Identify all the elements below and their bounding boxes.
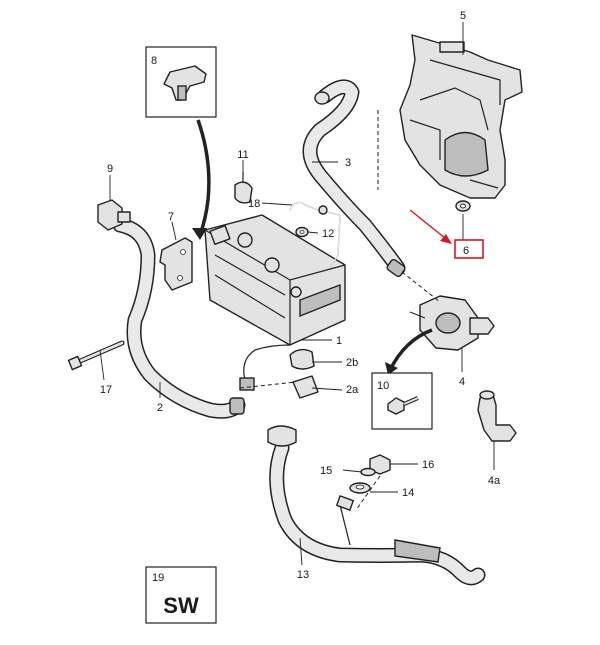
badge-19: 19 SW bbox=[145, 566, 217, 624]
clip-part-11 bbox=[234, 172, 253, 204]
callout-12: 12 bbox=[322, 228, 334, 240]
sleeve-part-2a bbox=[292, 375, 319, 399]
callout-5: 5 bbox=[460, 10, 466, 22]
callout-2a: 2a bbox=[346, 384, 359, 396]
callout-13: 13 bbox=[297, 569, 309, 581]
hose-part-2 bbox=[112, 217, 246, 419]
callout-7: 7 bbox=[168, 211, 174, 223]
heater-part-1 bbox=[204, 214, 346, 391]
washer-part-15 bbox=[360, 467, 376, 477]
valve-part-9 bbox=[97, 199, 131, 231]
highlight-arrow-head bbox=[440, 234, 452, 244]
grommet-part-14 bbox=[349, 482, 371, 494]
highlight-arrow-line bbox=[409, 209, 451, 243]
leader-lines bbox=[99, 22, 495, 566]
clamp-part-2b bbox=[289, 348, 315, 370]
arrow-detail-10 bbox=[388, 328, 433, 371]
hose-part-3 bbox=[302, 79, 406, 278]
dashed-link-pump bbox=[401, 271, 441, 303]
callout-9: 9 bbox=[107, 163, 113, 175]
badge-sw-text: SW bbox=[163, 593, 199, 618]
callout-6: 6 bbox=[463, 245, 469, 257]
detail-box-8 bbox=[145, 46, 217, 118]
callout-2b: 2b bbox=[346, 357, 358, 369]
callout-8: 8 bbox=[151, 55, 157, 67]
callout-18: 18 bbox=[248, 198, 260, 210]
nut-part-12 bbox=[295, 226, 309, 238]
callout-10: 10 bbox=[377, 380, 389, 392]
bracket-part-5 bbox=[399, 34, 523, 199]
pump-part-4 bbox=[409, 295, 495, 351]
arrow-detail-8 bbox=[196, 119, 211, 236]
callout-17: 17 bbox=[100, 384, 112, 396]
washer-part-6 bbox=[455, 200, 471, 212]
pipe-part-18 bbox=[289, 201, 341, 269]
bracket-part-7 bbox=[159, 237, 193, 291]
callout-1: 1 bbox=[336, 335, 342, 347]
callout-11: 11 bbox=[237, 149, 248, 161]
callout-14: 14 bbox=[402, 487, 414, 499]
callout-16: 16 bbox=[422, 459, 434, 471]
callout-15: 15 bbox=[320, 465, 332, 477]
callout-4a: 4a bbox=[488, 475, 501, 487]
callout-19: 19 bbox=[152, 572, 164, 584]
highlight-box-6 bbox=[454, 239, 484, 259]
pipe-part-4a bbox=[477, 390, 517, 442]
callout-2: 2 bbox=[157, 402, 163, 414]
detail-box-10 bbox=[371, 372, 433, 430]
hose-part-13 bbox=[267, 425, 486, 586]
callout-3: 3 bbox=[345, 157, 351, 169]
callout-4: 4 bbox=[459, 376, 465, 388]
dashed-link-2a bbox=[239, 381, 297, 389]
bolt-part-17 bbox=[67, 340, 125, 371]
